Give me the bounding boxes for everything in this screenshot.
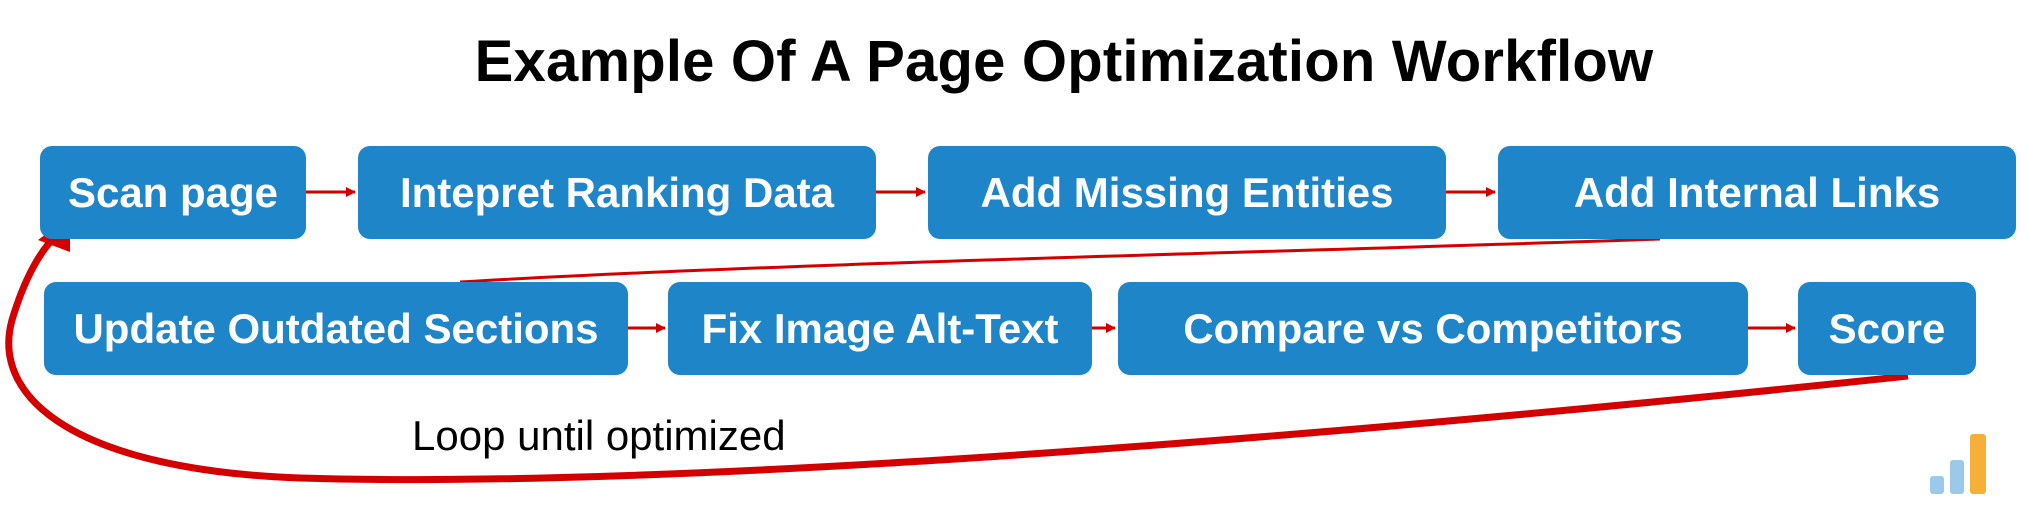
step-score: Score	[1798, 282, 1976, 375]
step-compare-vs-competitors: Compare vs Competitors	[1118, 282, 1748, 375]
loop-label: Loop until optimized	[412, 412, 786, 459]
step-add-internal-links: Add Internal Links	[1498, 146, 2016, 239]
loop-arrow	[5, 231, 1909, 484]
step-update-outdated-sections: Update Outdated Sections	[44, 282, 628, 375]
arrow-4-5	[459, 237, 1661, 284]
step-interpret-ranking-data: Intepret Ranking Data	[358, 146, 876, 239]
step-scan-page: Scan page	[40, 146, 306, 239]
diagram-title: Example Of A Page Optimization Workflow	[474, 29, 1654, 94]
bar-chart-logo-icon	[1930, 434, 1986, 494]
step-fix-image-alt-text: Fix Image Alt-Text	[668, 282, 1092, 375]
step-add-missing-entities: Add Missing Entities	[928, 146, 1446, 239]
